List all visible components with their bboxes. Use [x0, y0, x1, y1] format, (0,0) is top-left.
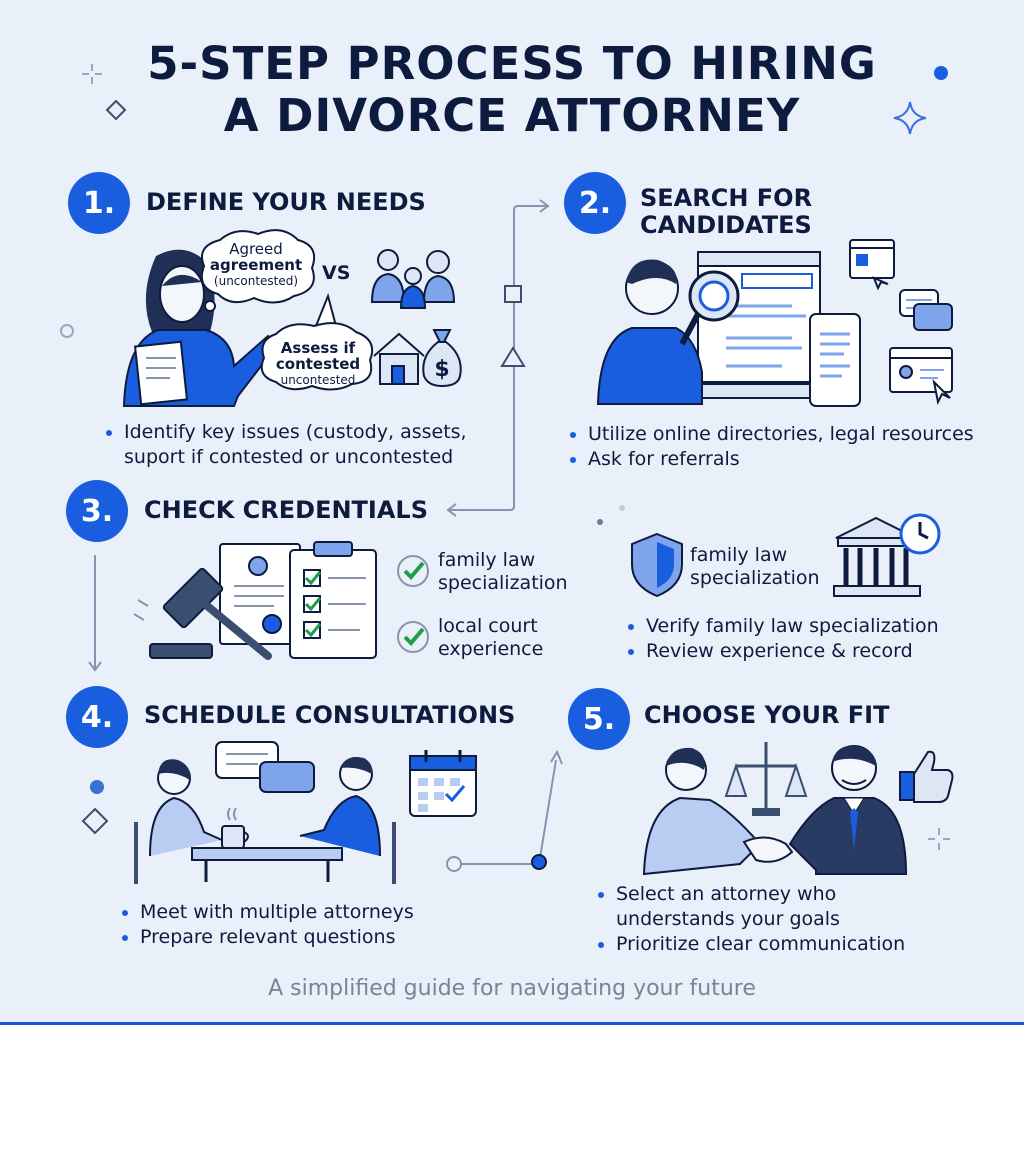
list-item: Identify key issues (custody, assets, [104, 420, 504, 445]
agreed-speech-bubble [200, 229, 316, 312]
list-item: Prepare relevant questions [120, 925, 520, 950]
footer-tagline: A simplified guide for navigating your f… [268, 976, 756, 1001]
check-label-experience: local court experience [438, 615, 544, 660]
dot-icon [90, 780, 104, 794]
step-1-heading: DEFINE YOUR NEEDS [146, 188, 426, 216]
diamond-icon [105, 99, 127, 121]
step-2-heading-line2: CANDIDATES [640, 211, 812, 239]
handshake-icon [642, 742, 908, 876]
gavel-certificate-clipboard [133, 541, 377, 660]
step-3-bullets: Verify family law specialization Review … [626, 614, 1006, 664]
step-1-number: 1. [68, 172, 130, 234]
person-icon [122, 249, 280, 407]
assess-speech-bubble [260, 292, 374, 391]
money-bag-icon: $ [422, 329, 462, 388]
list-item-continued: understands your goals [616, 908, 840, 930]
dot-icon [934, 66, 948, 80]
dot-icon [597, 519, 603, 525]
infographic: 5-STEP PROCESS TO HIRING A DIVORCE ATTOR… [0, 0, 1024, 1024]
shield-label: family law specialization [690, 544, 820, 589]
step-5-number: 5. [568, 688, 630, 750]
step-3-number: 3. [66, 480, 128, 542]
list-item: Select an attorney who [596, 882, 996, 907]
assess-title: Assess if [280, 339, 356, 357]
assess-bubble-text: Assess if contested uncontested [264, 340, 372, 388]
title-line-2: A DIVORCE ATTORNEY [223, 89, 801, 142]
circle-icon [60, 324, 74, 338]
list-item: Utilize online directories, legal resour… [568, 422, 1008, 447]
step-1-bullets: Identify key issues (custody, assets, su… [104, 420, 504, 470]
step-4-heading: SCHEDULE CONSULTATIONS [144, 701, 516, 729]
vs-label: VS [322, 262, 351, 284]
dot-icon [619, 505, 625, 511]
step-3-heading: CHECK CREDENTIALS [144, 496, 429, 524]
chat-icon [899, 289, 953, 331]
list-item: Verify family law specialization [626, 614, 1006, 639]
agreed-bubble-text: Agreed agreement (uncontested) [206, 241, 306, 289]
assess-line2: contested [275, 355, 361, 373]
step-4-bullets: Meet with multiple attorneys Prepare rel… [120, 900, 520, 950]
clock-icon [899, 513, 941, 555]
page-title: 5-STEP PROCESS TO HIRING A DIVORCE ATTOR… [0, 38, 1024, 142]
step-5-bullets: Select an attorney who understands your … [596, 882, 996, 957]
shield-icon [631, 532, 683, 598]
svg-text:$: $ [434, 357, 449, 382]
courthouse-icon [833, 516, 921, 597]
step-2-bullets: Utilize online directories, legal resour… [568, 422, 1008, 472]
check-label-specialization: family law specialization [438, 549, 568, 594]
step-2-heading-line1: SEARCH FOR [640, 184, 813, 212]
agreed-line2: agreement [209, 256, 303, 274]
list-item-continued: suport if contested or uncontested [124, 446, 454, 468]
agreed-title: Agreed [229, 240, 283, 258]
list-item: Review experience & record [626, 639, 1006, 664]
check-icon [397, 621, 429, 653]
step-4-number: 4. [66, 686, 128, 748]
step-2-heading: SEARCH FOR CANDIDATES [640, 185, 812, 239]
flow-connectors [88, 199, 563, 872]
family-icon [370, 249, 456, 309]
sparkle-icon [82, 64, 102, 84]
profile-window-icon [889, 347, 953, 406]
sparkle-icon [893, 101, 927, 135]
title-line-1: 5-STEP PROCESS TO HIRING [147, 37, 877, 90]
step-5-heading: CHOOSE YOUR FIT [644, 701, 890, 729]
browser-icon [849, 239, 895, 291]
laptop-icon [596, 251, 861, 407]
bottom-divider [0, 1022, 1024, 1025]
list-item: Prioritize clear communication [596, 932, 996, 957]
diamond-icon [81, 807, 109, 835]
step-2-number: 2. [564, 172, 626, 234]
house-icon [373, 332, 425, 385]
check-icon [397, 555, 429, 587]
list-item: Meet with multiple attorneys [120, 900, 520, 925]
agreed-sub: (uncontested) [213, 274, 299, 288]
consultation-icon [134, 741, 396, 884]
assess-sub: uncontested [280, 373, 356, 387]
calendar-icon [409, 750, 477, 817]
sparkle-icon [928, 828, 950, 850]
thumbs-up-icon [899, 750, 954, 803]
list-item: Ask for referrals [568, 447, 1008, 472]
